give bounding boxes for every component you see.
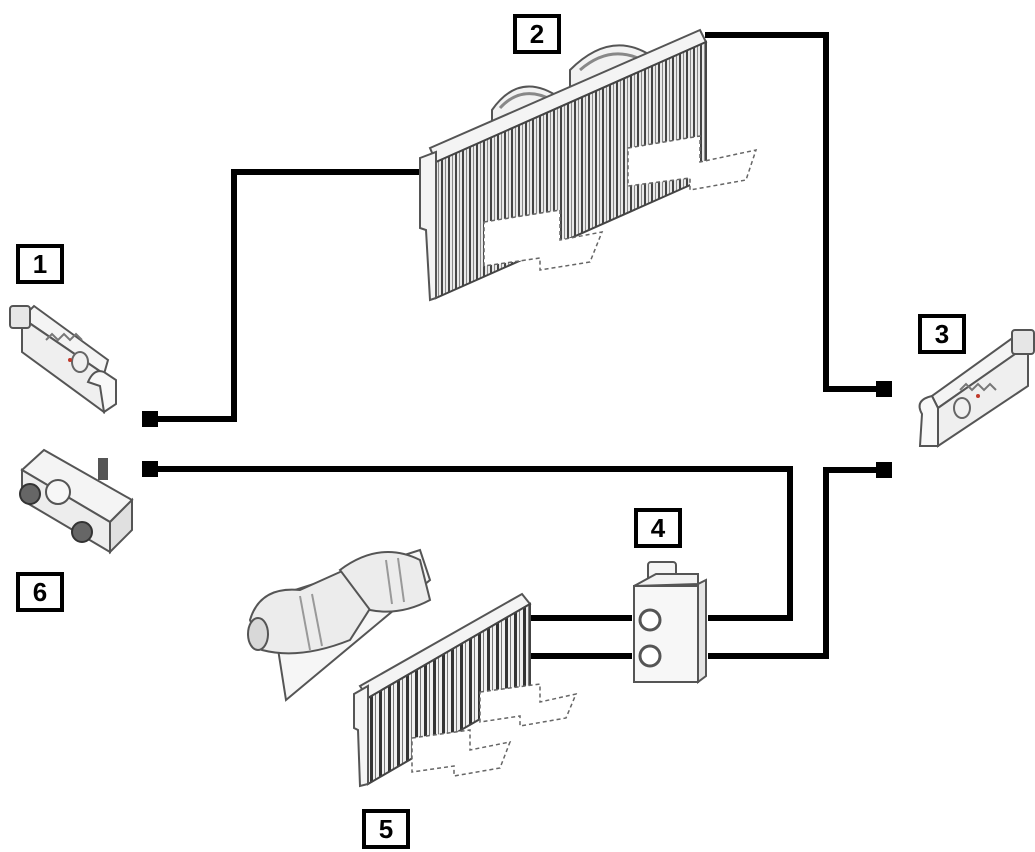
component-label-2: 2	[513, 14, 561, 54]
line-2-to-3	[705, 32, 884, 392]
line-terminals	[142, 381, 892, 478]
component-label-1: 1	[16, 244, 64, 284]
terminal-square	[142, 461, 158, 477]
terminal-block-icon	[19, 448, 134, 555]
component-label-5: 5	[362, 809, 410, 849]
expansion-valve-icon	[633, 561, 707, 684]
terminal-square	[876, 381, 892, 397]
component-label-6: 6	[16, 572, 64, 612]
terminal-square	[876, 462, 892, 478]
component-label-3: 3	[918, 314, 966, 354]
pressure-switch-icon	[9, 304, 117, 414]
connection-lines	[150, 32, 884, 659]
line-3-to-4	[708, 467, 884, 659]
terminal-square	[142, 411, 158, 427]
condenser-blower-coil-icon	[247, 548, 578, 788]
line-1-to-2	[150, 169, 420, 422]
pressure-switch-icon	[918, 329, 1035, 448]
line-6-to-4	[150, 466, 793, 621]
evaporator-fan-coil-icon	[419, 28, 758, 302]
component-label-4: 4	[634, 508, 682, 548]
